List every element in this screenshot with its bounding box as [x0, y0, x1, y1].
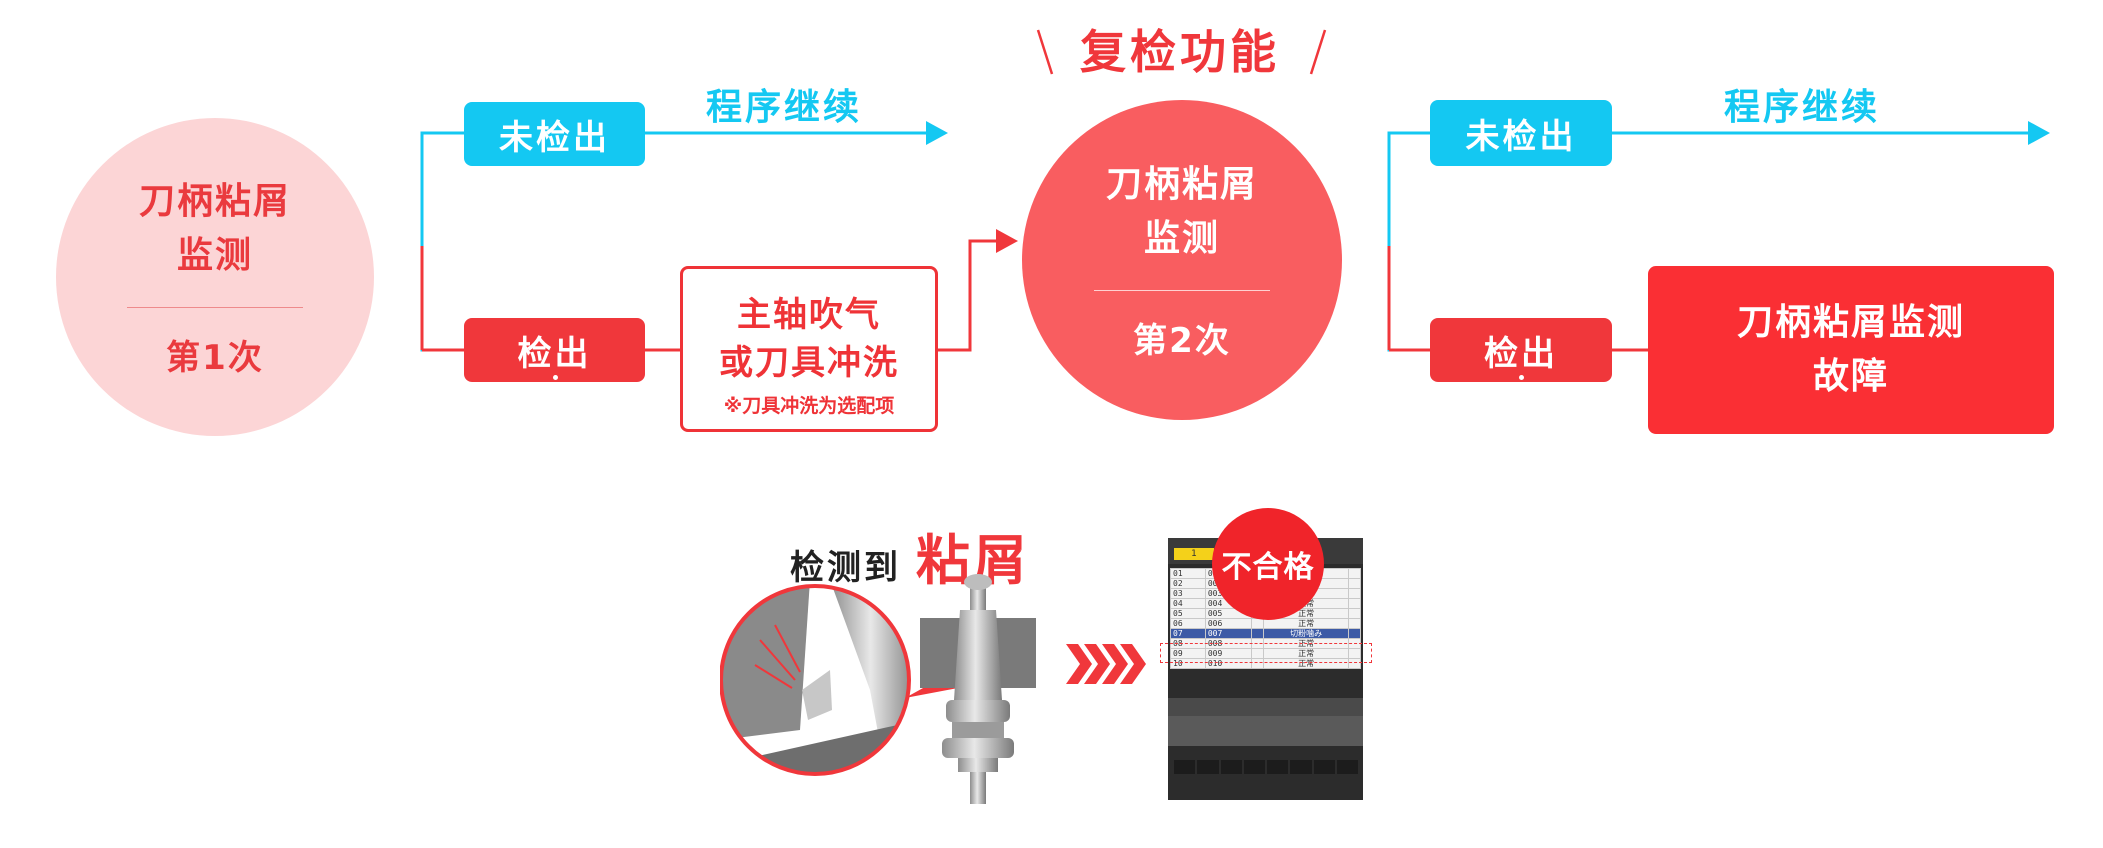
second-check-circle: 刀柄粘屑 监测 第2次: [1022, 100, 1342, 420]
first-check-title-line1: 刀柄粘屑: [138, 181, 291, 222]
spindle-air-blow-box: 主轴吹气 或刀具冲洗 ※刀具冲洗为选配项: [680, 266, 938, 432]
first-check-count: 第1次: [166, 338, 264, 378]
program-continue-label-1: 程序继续: [706, 87, 863, 128]
softkey: [1313, 760, 1335, 774]
softkey: [1197, 760, 1219, 774]
action-note: ※刀具冲洗为选配项: [723, 395, 895, 417]
chevron-arrows-icon: [1066, 644, 1146, 684]
screen-divider: [1168, 698, 1363, 716]
table-cell: 06: [1170, 618, 1206, 629]
table-cell: [1348, 618, 1361, 629]
recheck-title: 复检功能: [1080, 25, 1280, 79]
highlight-frame: [1160, 643, 1372, 663]
fault-line2: 故障: [1812, 356, 1889, 397]
softkey: [1243, 760, 1265, 774]
detected-badge-1: 检出: [464, 318, 645, 382]
first-check-title-line2: 监测: [176, 235, 253, 276]
detected-badge-2-label: 检出: [1484, 333, 1558, 374]
table-cell: [1251, 618, 1265, 629]
table-cell: [1348, 568, 1361, 579]
table-cell: 04: [1170, 598, 1206, 609]
detected-badge-2: 检出: [1430, 318, 1612, 382]
divider: [1094, 290, 1270, 291]
table-cell: [1348, 578, 1361, 589]
second-check-title-line1: 刀柄粘屑: [1105, 164, 1258, 205]
table-cell: 正常: [1263, 618, 1350, 629]
table-cell: [1348, 588, 1361, 599]
tool-holder-illustration: [720, 574, 1036, 804]
second-check-title-line2: 监测: [1143, 218, 1220, 259]
table-cell: 03: [1170, 588, 1206, 599]
table-cell: 006: [1204, 618, 1253, 629]
table-cell: [1251, 628, 1265, 639]
table-cell: [1348, 608, 1361, 619]
second-check-count: 第2次: [1133, 321, 1231, 361]
screen-softkeys: [1174, 760, 1358, 774]
softkey: [1290, 760, 1312, 774]
table-cell: 07: [1170, 628, 1206, 639]
table-cell: [1348, 628, 1361, 639]
screen-tab: 1: [1174, 548, 1214, 560]
not-detected-badge-2: 未检出: [1430, 100, 1612, 166]
dot-mark: [552, 375, 558, 380]
softkey: [1220, 760, 1242, 774]
action-line2: 或刀具冲洗: [719, 343, 899, 383]
fault-box: 刀柄粘屑监测 故障: [1648, 266, 2054, 434]
table-cell: [1348, 598, 1361, 609]
table-cell: 007: [1204, 628, 1253, 639]
table-cell: 正常: [1263, 658, 1350, 669]
dot-mark: [1519, 375, 1524, 380]
softkey: [1336, 760, 1358, 774]
table-cell: 切粉噛み: [1263, 628, 1350, 639]
detection-prefix: 检测到: [790, 548, 901, 588]
not-detected-badge-1: 未检出: [464, 102, 645, 166]
table-cell: [1348, 658, 1361, 669]
softkey: [1267, 760, 1289, 774]
softkey: [1174, 760, 1196, 774]
program-continue-label-2: 程序继续: [1724, 87, 1881, 128]
action-line1: 主轴吹气: [737, 295, 881, 335]
detected-badge-1-label: 检出: [517, 333, 592, 374]
fault-line1: 刀柄粘屑监测: [1736, 302, 1965, 343]
table-cell: 02: [1170, 578, 1206, 589]
screen-panel: [1168, 716, 1363, 746]
first-check-circle: 刀柄粘屑 监测 第1次: [56, 118, 374, 436]
table-cell: 01: [1170, 568, 1206, 579]
table-cell: 010: [1204, 658, 1253, 669]
table-cell: 05: [1170, 608, 1206, 619]
fail-badge: 不合格: [1212, 508, 1324, 620]
divider: [127, 307, 303, 308]
